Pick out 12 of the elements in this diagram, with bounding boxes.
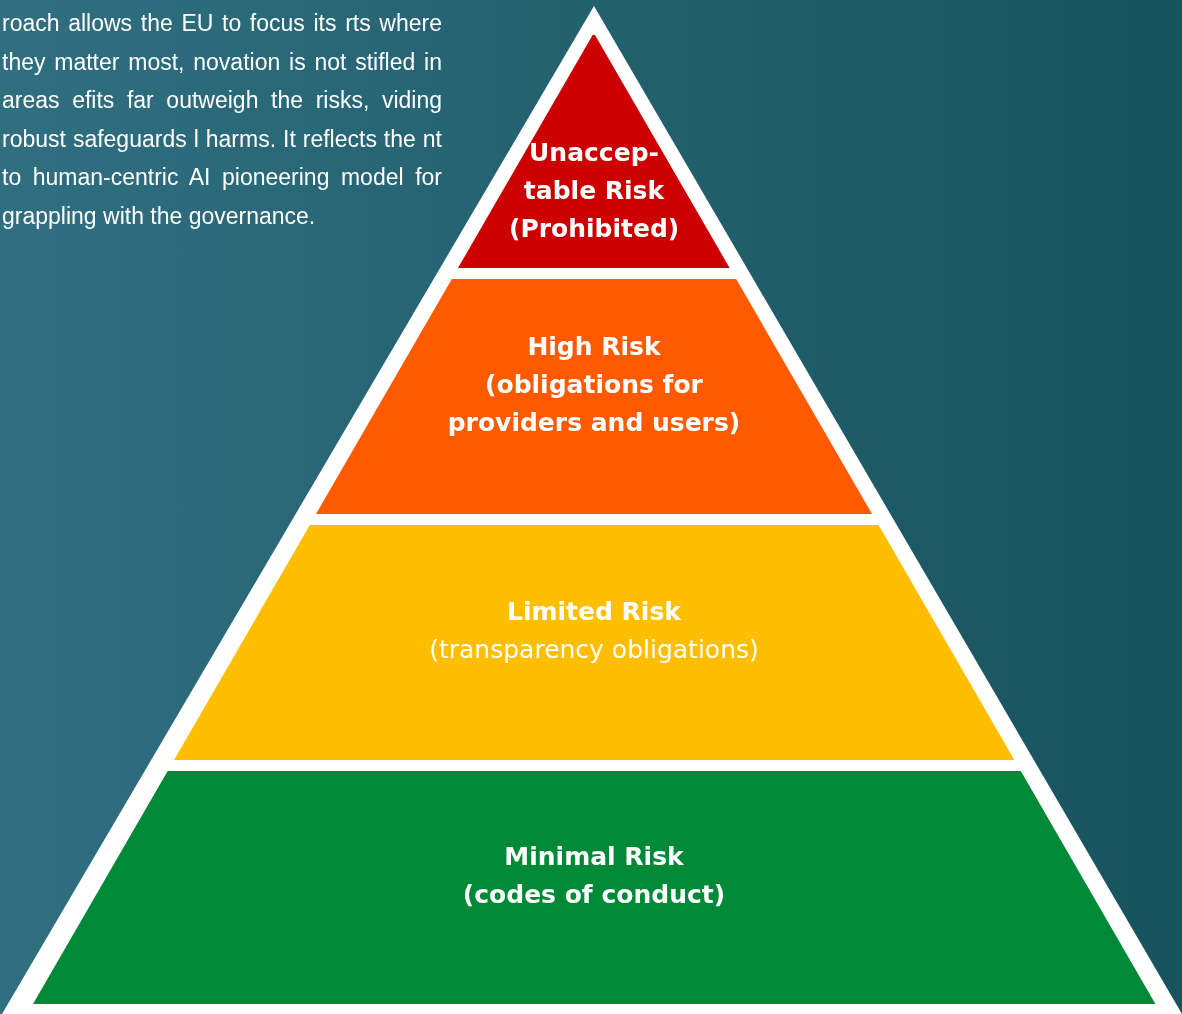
tier-description: (transparency obligations) — [428, 633, 760, 666]
pyramid-tier — [458, 35, 730, 268]
pyramid-tier — [32, 771, 1156, 1004]
tier-description: (codes of conduct) — [461, 878, 727, 911]
tier-label: Minimal Risk — [503, 840, 685, 873]
pyramid-tier — [173, 525, 1015, 760]
tier-label: Limited Risk — [506, 595, 682, 628]
tier-label: High Risk — [526, 330, 662, 363]
pyramid-tier — [315, 279, 872, 514]
tier-label: Unaccep- table Risk (Prohibited) — [509, 137, 679, 245]
tier-description: (obligations for providers and users) — [446, 368, 742, 439]
body-paragraph: roach allows the EU to focus its rts where they matter most, novation is not stifled in areas efits far outweigh the risks, viding robust safeguards l harms. It reflects the nt to human-centric AI pioneering model for grappling with the governance. — [2, 9, 442, 231]
